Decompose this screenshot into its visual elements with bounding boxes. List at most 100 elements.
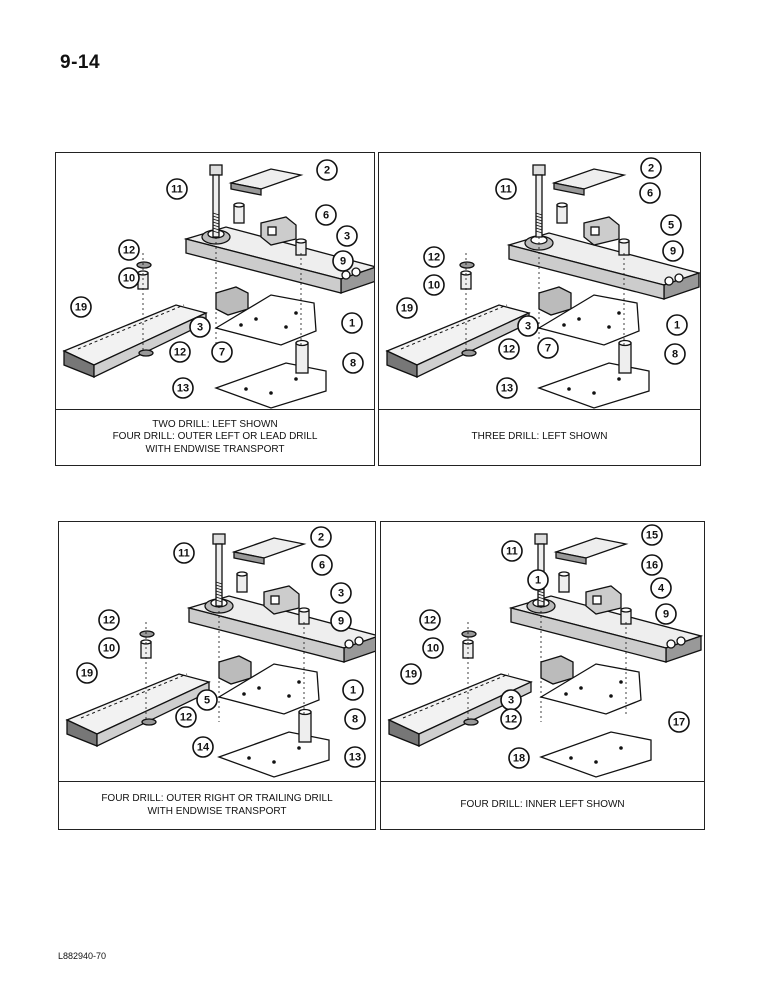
bolt-thread <box>215 599 223 603</box>
frame-part <box>80 673 188 719</box>
clamp-part <box>538 286 572 316</box>
bushing-part <box>233 204 245 224</box>
callout-circle <box>330 582 352 604</box>
plate-part <box>539 663 642 715</box>
callout-12: 12 <box>423 246 445 268</box>
strap-part <box>230 182 262 196</box>
callout-circle <box>172 377 194 399</box>
plate-hole <box>567 387 571 391</box>
clamp-part <box>218 655 252 685</box>
callout-number: 16 <box>646 560 658 572</box>
callout-circle <box>342 352 364 374</box>
plate-part <box>217 731 330 778</box>
assembly-drawing <box>62 164 374 409</box>
callout-7: 7 <box>211 341 233 363</box>
callout-number: 17 <box>673 717 685 729</box>
plate-part <box>539 731 652 778</box>
callout-number: 15 <box>646 530 658 542</box>
plate-hole <box>577 317 581 321</box>
callout-circle <box>98 609 120 631</box>
spacer-part <box>298 607 310 613</box>
callout-circle <box>76 662 98 684</box>
callout-circle <box>341 312 363 334</box>
callout-10: 10 <box>118 267 140 289</box>
beam-part <box>351 267 361 277</box>
callout-circle <box>500 708 522 730</box>
callout-number: 9 <box>340 256 346 268</box>
callout-12: 12 <box>169 341 191 363</box>
callout-number: 10 <box>123 273 135 285</box>
caption-line: FOUR DRILL: INNER LEFT SHOWN <box>460 799 625 811</box>
callout-circle <box>196 689 218 711</box>
spacer-part <box>295 238 307 244</box>
callout-17: 17 <box>668 711 690 733</box>
callout-number: 19 <box>81 668 93 680</box>
spacer-part <box>618 339 632 347</box>
callout-number: 12 <box>180 712 192 724</box>
panel-caption: FOUR DRILL: OUTER RIGHT OR TRAILING DRIL… <box>59 781 375 829</box>
callout-circle <box>641 554 663 576</box>
callout-13: 13 <box>172 377 194 399</box>
callout-number: 1 <box>349 318 355 330</box>
callout-number: 4 <box>658 583 665 595</box>
callout-circle <box>668 711 690 733</box>
callout-13: 13 <box>344 746 366 768</box>
callout-1: 1 <box>342 679 364 701</box>
plate-part <box>214 294 317 346</box>
bolt-thread <box>215 584 223 588</box>
beam-part <box>508 244 665 300</box>
caption-line: TWO DRILL: LEFT SHOWN <box>152 418 278 430</box>
washer-part <box>136 261 152 269</box>
page-number: 9-14 <box>60 52 101 73</box>
callout-9: 9 <box>662 240 684 262</box>
spacer-part <box>620 607 632 613</box>
callout-circle <box>650 577 672 599</box>
callout-number: 3 <box>508 695 514 707</box>
callout-number: 13 <box>349 752 361 764</box>
plate-part <box>217 663 320 715</box>
frame-part <box>400 304 508 350</box>
callout-number: 11 <box>171 184 183 196</box>
beam-part <box>510 607 667 663</box>
callout-number: 19 <box>75 302 87 314</box>
caption-line: WITH ENDWISE TRANSPORT <box>147 805 287 817</box>
callout-circle <box>166 178 188 200</box>
callout-number: 1 <box>535 575 541 587</box>
beam-part <box>354 636 364 646</box>
bushing-part <box>558 573 570 593</box>
caption-line: FOUR DRILL: OUTER LEFT OR LEAD DRILL <box>112 431 318 443</box>
callout-number: 9 <box>670 246 676 258</box>
panel-caption: THREE DRILL: LEFT SHOWN <box>379 409 700 465</box>
bolt-thread <box>215 581 223 585</box>
bushing-part <box>233 202 245 208</box>
plate-part <box>214 362 327 409</box>
callout-circle <box>640 157 662 179</box>
callout-number: 12 <box>103 615 115 627</box>
callout-3: 3 <box>330 582 352 604</box>
plate-part <box>537 294 640 346</box>
callout-1: 1 <box>341 312 363 334</box>
callout-12: 12 <box>500 708 522 730</box>
plate-hole <box>247 756 251 760</box>
callout-circle <box>169 341 191 363</box>
callout-circle <box>344 708 366 730</box>
callout-19: 19 <box>396 297 418 319</box>
plate-hole <box>297 746 301 750</box>
washer-part <box>139 630 155 638</box>
spacer-part <box>298 708 312 716</box>
callout-9: 9 <box>332 250 354 272</box>
spacer-part <box>295 342 309 374</box>
callout-circle <box>641 524 663 546</box>
beam-part <box>188 607 345 663</box>
callout-number: 3 <box>525 321 531 333</box>
callout-11: 11 <box>166 178 188 200</box>
spacer-part <box>618 342 632 374</box>
beam-part <box>676 636 686 646</box>
bolt-thread <box>212 218 220 222</box>
bolt-part <box>212 533 226 545</box>
callout-8: 8 <box>344 708 366 730</box>
callout-circle <box>336 225 358 247</box>
callout-circle <box>332 250 354 272</box>
assembly-drawing <box>387 533 704 778</box>
callout-number: 2 <box>318 532 324 544</box>
